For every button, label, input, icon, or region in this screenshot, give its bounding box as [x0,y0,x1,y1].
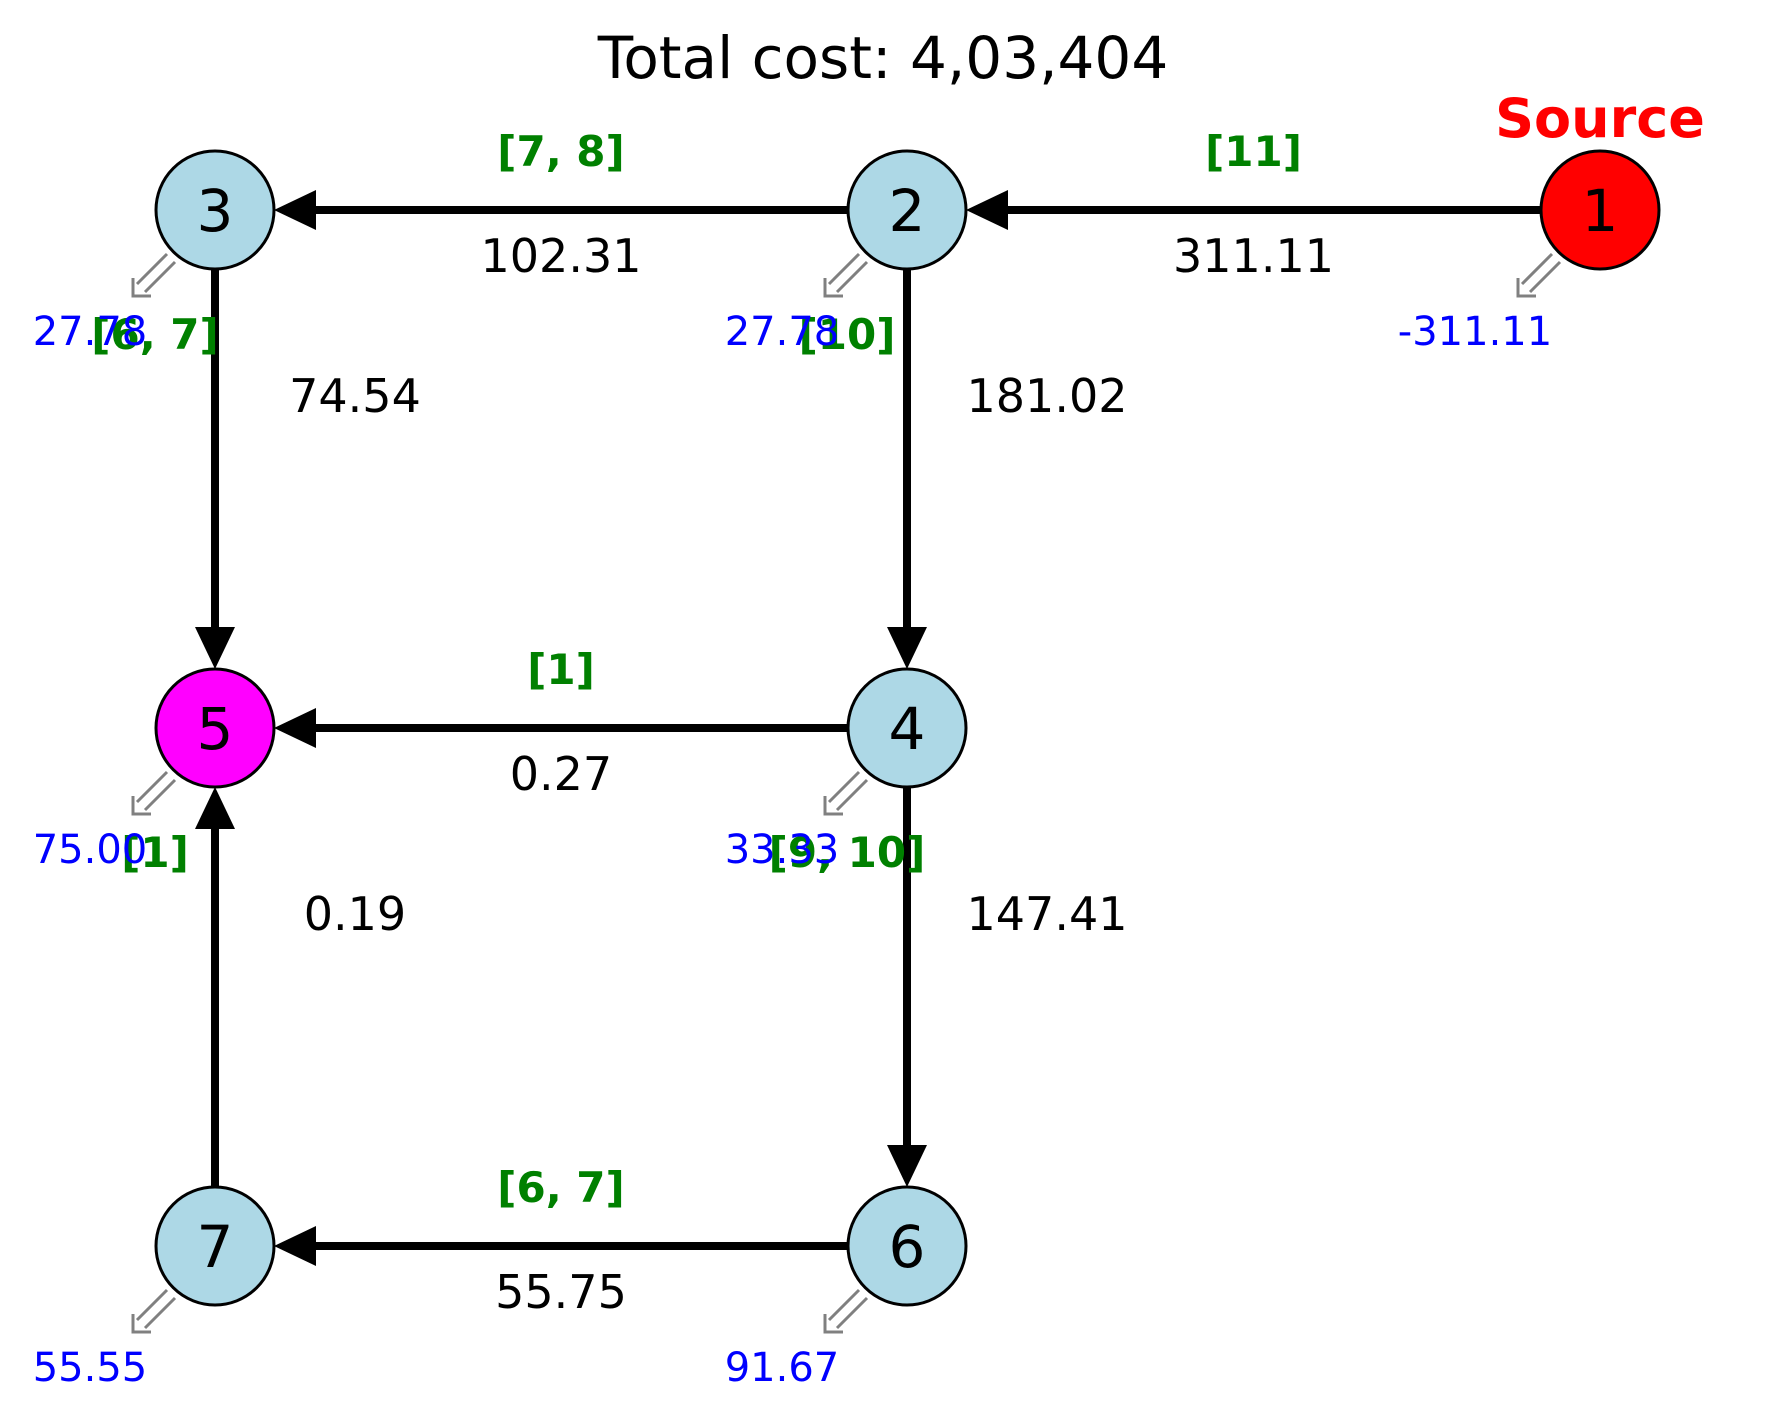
node-demand-label: 75.00 [33,827,148,873]
node-demand-label: 33.33 [725,827,840,873]
demand-arrow-icon [823,770,869,816]
arrowhead [195,627,235,669]
node-circle [154,149,276,271]
node-label: 5 [197,695,234,763]
node-label: 4 [889,695,926,763]
demand-arrow-icon [131,770,177,816]
node-7: 755.55 [33,1185,276,1391]
edge-capacity-label: [6, 7] [497,1163,624,1212]
edge-capacity-label: [7, 8] [497,127,624,176]
edge-flow-label: 74.54 [289,369,421,423]
node-1: 1 -311.11 [1398,149,1661,355]
edge-1-2: [11] 311.11 [966,127,1541,283]
arrowhead [274,190,316,230]
edge-4-5: [1] 0.27 [274,645,848,801]
node-label: 3 [197,177,234,245]
edge-2-3: [7, 8] 102.31 [274,127,848,283]
edge-2-4: [10] 181.02 [799,269,1128,669]
edge-4-6: [9, 10] 147.41 [769,787,1128,1187]
edge-7-5: [1] 0.19 [121,787,406,1187]
node-circle [154,1185,276,1307]
node-circle [846,149,968,271]
arrowhead [195,787,235,829]
nodes-layer: 1-311.11227.78327.78433.33575.00691.6775… [33,149,1661,1391]
demand-arrow-icon [1516,252,1562,298]
node-demand-label: 91.67 [725,1345,840,1391]
edge-6-7: [6, 7] 55.75 [274,1163,848,1319]
node-demand-label: 27.78 [33,309,148,355]
edge-capacity-label: [10] [799,310,896,359]
edge-flow-label: 0.19 [304,887,406,941]
node-6: 691.67 [725,1185,968,1391]
edge-flow-label: 147.41 [967,887,1128,941]
node-circle [154,667,276,789]
demand-arrow-icon [131,252,177,298]
edge-flow-label: 0.27 [510,747,612,801]
node-label: 1 [1582,177,1619,245]
edge-flow-label: 181.02 [967,369,1128,423]
node-5: 575.00 [33,667,276,873]
edge-capacity-label: [6, 7] [91,310,218,359]
arrowhead [887,1145,927,1187]
node-demand-label: -311.11 [1398,309,1552,355]
edge-flow-label: 311.11 [1173,229,1334,283]
node-2: 227.78 [725,149,968,355]
demand-arrow-icon [823,252,869,298]
node-circle [846,1185,968,1307]
edge-3-5: [6, 7] 74.54 [91,269,421,669]
node-demand-label: 27.78 [725,309,840,355]
node-circle [846,667,968,789]
node-label: 6 [889,1213,926,1281]
node-4: 433.33 [725,667,968,873]
demand-arrow-icon [131,1288,177,1334]
node-3: 327.78 [33,149,276,355]
edge-capacity-label: [9, 10] [769,828,926,877]
node-demand-label: 55.55 [33,1345,148,1391]
arrowhead [274,708,316,748]
arrowhead [966,190,1008,230]
node-circle [1539,149,1661,271]
node-label: 7 [197,1213,234,1281]
node-label: 2 [889,177,926,245]
arrowhead [887,627,927,669]
demand-arrow-icon [823,1288,869,1334]
source-label: Source [1495,87,1705,150]
edge-capacity-label: [11] [1205,127,1302,176]
edges-layer: [11]311.11[7, 8]102.31[10]181.02[6, 7]74… [91,127,1541,1319]
arrowhead [274,1226,316,1266]
edge-flow-label: 55.75 [495,1265,627,1319]
edge-capacity-label: [1] [121,828,189,877]
edge-capacity-label: [1] [527,645,595,694]
diagram-title: Total cost: 4,03,404 [597,24,1168,92]
edge-flow-label: 102.31 [481,229,642,283]
